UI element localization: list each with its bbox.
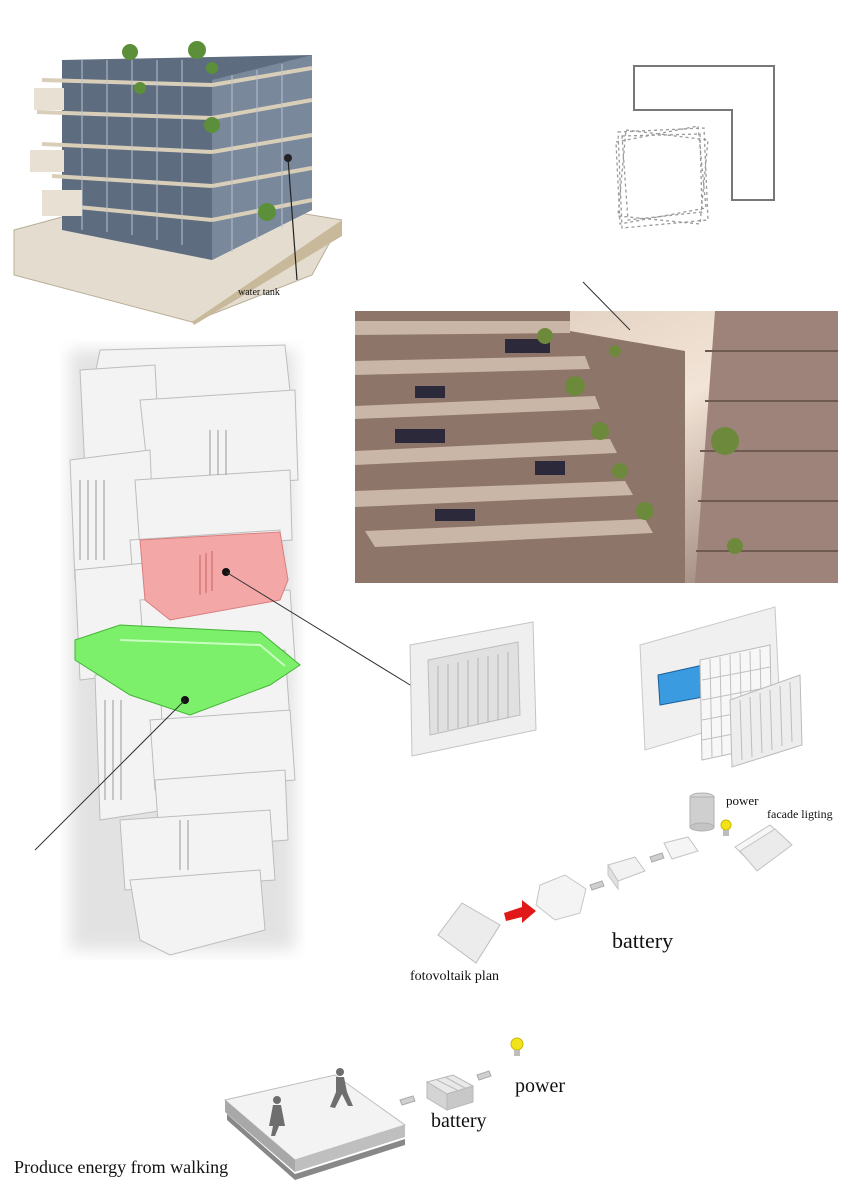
produce-energy-label: Produce energy from walking xyxy=(14,1157,229,1177)
pedestrian-icon xyxy=(269,1068,353,1136)
lightbulb-icon xyxy=(720,819,732,836)
connector-lines xyxy=(34,571,416,851)
plan-diagram xyxy=(608,60,783,235)
walking-energy-chain: power battery xyxy=(215,1030,595,1200)
lightbulb-icon-bottom xyxy=(510,1037,524,1056)
battery-label-top: battery xyxy=(612,928,674,953)
water-tank-label: water tank xyxy=(238,287,280,298)
highlight-module-pink xyxy=(139,531,289,621)
fotovoltaik-label: fotovoltaik plan xyxy=(410,969,500,984)
facade-perspective-photo xyxy=(355,311,838,583)
tower-model xyxy=(60,340,305,960)
power-label-top: power xyxy=(726,793,759,808)
building-render-top: water tank xyxy=(12,40,342,325)
photo-pointer-line xyxy=(582,281,631,331)
battery-box-icon xyxy=(535,874,587,921)
highlight-slab-green xyxy=(74,624,301,716)
photovoltaic-panel-icon xyxy=(437,902,501,964)
exploded-facade-module xyxy=(630,605,810,770)
facade-panel-module xyxy=(408,620,538,760)
red-arrow-icon xyxy=(504,900,536,923)
battery-icon xyxy=(425,1074,475,1111)
power-label-bottom: power xyxy=(515,1075,565,1097)
facade-lighting-label: facade ligting xyxy=(767,807,833,821)
battery-label-bottom: battery xyxy=(431,1110,487,1132)
solar-energy-chain: power facade ligting battery fotovoltaik… xyxy=(410,785,850,995)
